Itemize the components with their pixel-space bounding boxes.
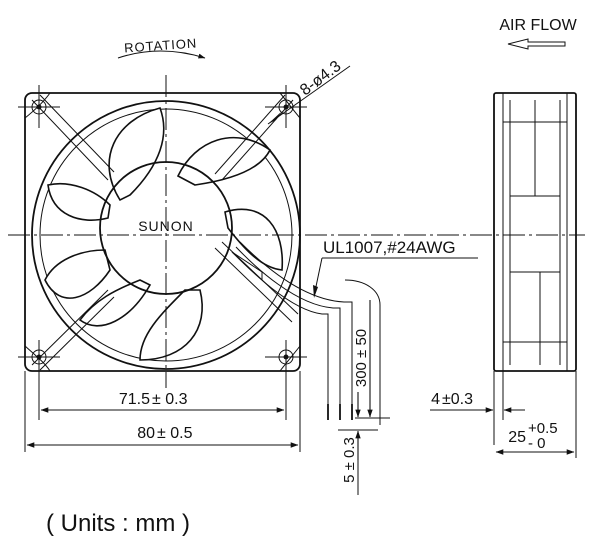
flange-tol: ±0.3 — [442, 391, 473, 408]
strip-length-label: 5 ± 0.3 — [341, 437, 358, 483]
lead-length-dimension: 300 ± 50 — [344, 279, 390, 425]
side-view — [493, 92, 577, 372]
depth-dimension: 25 +0.5 - 0 — [495, 371, 577, 458]
depth-value: 25 — [508, 429, 526, 446]
wire-spec-callout: UL1007,#24AWG — [313, 238, 478, 298]
mount-pitch-tol: ± 0.3 — [152, 391, 188, 408]
mount-pitch-dimension: 71.5 ± 0.3 — [40, 391, 285, 413]
hole-spec-label: 8-ø4.3 — [297, 58, 344, 99]
rotation-label: ROTATION — [124, 35, 198, 55]
front-view: SUNON — [8, 75, 585, 420]
lead-wires — [231, 241, 353, 420]
fan-blades — [44, 107, 284, 361]
rotation-indicator: ROTATION — [117, 35, 206, 59]
airflow-label: AIR FLOW — [499, 17, 577, 34]
lead-length-label: 300 ± 50 — [353, 329, 370, 387]
frame-width-tol: ± 0.5 — [157, 425, 193, 442]
frame-width-dimension: 80 ± 0.5 — [24, 371, 301, 452]
strip-length-dimension: 5 ± 0.3 — [338, 392, 378, 495]
flange-dimension: 4 ±0.3 — [430, 371, 525, 445]
depth-tol-plus: +0.5 — [528, 420, 558, 437]
airflow-indicator: AIR FLOW — [499, 17, 578, 50]
units-note: ( Units : mm ) — [46, 510, 190, 537]
left-arrow-icon — [507, 38, 566, 50]
wire-spec-label: UL1007,#24AWG — [323, 238, 456, 257]
mount-pitch-value: 71.5 — [119, 391, 150, 408]
flange-value: 4 — [431, 391, 440, 408]
frame-width-value: 80 — [137, 425, 155, 442]
curved-arrow-icon — [117, 50, 206, 59]
depth-tol-minus: - 0 — [528, 435, 546, 452]
